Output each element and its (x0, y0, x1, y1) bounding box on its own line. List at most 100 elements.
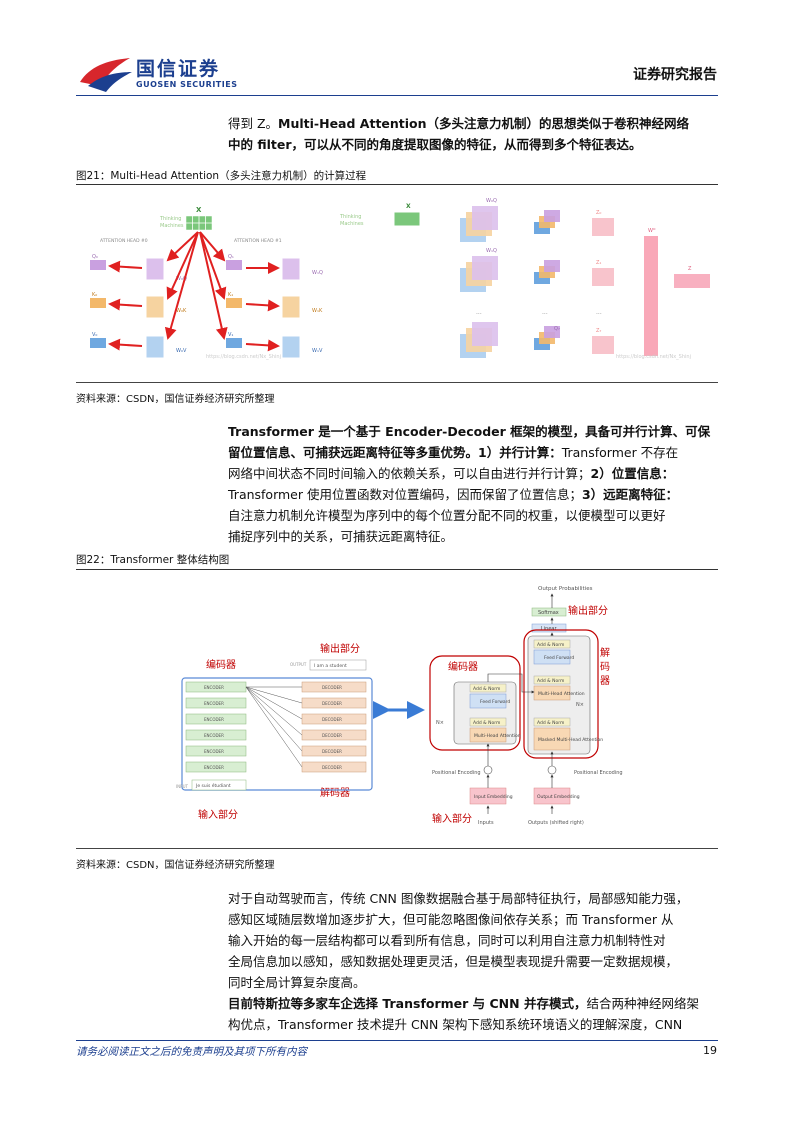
encoder-block-label: ENCODER (204, 733, 224, 738)
k0-label: K₀ (92, 292, 97, 298)
logo-english-name: GUOSEN SECURITIES (136, 80, 238, 89)
wv1-label: W₁V (312, 348, 323, 354)
dec-addnorm-3 (533, 717, 571, 727)
encoder-red-outline (429, 655, 521, 751)
multi-head-attention-diagram: Thinking Machines X ATTENTION HEAD #0 AT… (90, 198, 710, 360)
head1-label: ATTENTION HEAD #1 (234, 238, 282, 244)
figure-22-top-rule (76, 569, 718, 570)
dec-pos-add (547, 765, 557, 775)
paragraph-3: 对于自动驾驶而言，传统 CNN 图像数据融合基于局部特征执行，局部感知能力强， … (228, 888, 718, 1035)
figure-22-source: 资料来源：CSDN，国信证券经济研究所整理 (76, 860, 275, 871)
output-box (309, 659, 367, 671)
paragraph-2: Transformer 是一个基于 Encoder-Decoder 框架的模型，… (228, 421, 718, 547)
q0-matrix (90, 260, 106, 270)
flow-arrows (486, 593, 554, 814)
wk1-label: W₁K (312, 308, 323, 314)
right-output-label: 输出部分 (568, 604, 608, 617)
enc-feed-forward-label: Feed Forward (480, 699, 510, 705)
input-x-matrix-right (393, 211, 421, 227)
decoder-block-label: DECODER (322, 733, 342, 738)
para2-line5: 自注意力机制允许模型为序列中的每个位置分配不同的权重，以便模型可以更好 (228, 508, 666, 523)
wv0-label: W₀V (176, 348, 187, 354)
left-encoder-label: 编码器 (206, 658, 236, 671)
q7-label: Q₇ (554, 326, 560, 332)
encoder-block-label: ENCODER (204, 717, 224, 722)
k0-matrix (90, 298, 106, 308)
enc-pos-encoding: Positional Encoding (432, 770, 481, 776)
wq0-label-right: W₀Q (486, 198, 497, 204)
q1-label: Q₁ (228, 254, 234, 260)
output-probabilities: Output Probabilities (538, 586, 593, 592)
right-encoder-label: 编码器 (448, 660, 478, 673)
para3-line7: 构优点，Transformer 技术提升 CNN 架构下感知系统环境语义的理解深… (228, 1017, 683, 1032)
wv0-matrix (145, 335, 165, 359)
v1-label: V₁ (228, 332, 233, 338)
projection-arrows (108, 231, 280, 352)
z-label: Z (688, 266, 692, 272)
thinking-label: Thinking (159, 216, 181, 222)
dec-addnorm-3-label: Add & Norm (537, 720, 564, 726)
para1-line1-a: 得到 Z。 (228, 116, 279, 131)
input-x-matrix (185, 215, 213, 231)
para2-line1: Transformer 是一个基于 Encoder-Decoder 框架的模型，… (228, 424, 711, 439)
v0-label: V₀ (92, 332, 97, 338)
qkv-stack-7 (534, 326, 560, 350)
encoder-stack (185, 681, 247, 773)
enc-multi-head (469, 727, 507, 743)
paragraph-1: 得到 Z。Multi-Head Attention（多头注意力机制）的思想类似于… (228, 113, 718, 155)
figure-21-title: 图21：Multi-Head Attention（多头注意力机制）的计算过程 (76, 170, 367, 182)
wv1-matrix (281, 335, 301, 359)
dots-3: ... (596, 309, 602, 316)
outputs-label: Outputs (shifted right) (528, 820, 584, 826)
thinking-label-right: Thinking (339, 214, 361, 220)
right-decoder-label-2: 码 (600, 661, 610, 673)
wk0-label: W₀K (176, 308, 187, 314)
decoder-block-label: DECODER (322, 749, 342, 754)
qkv-stack-0 (534, 210, 560, 234)
z0-label: Z₀ (596, 210, 601, 216)
dec-feed-forward-label: Feed Forward (544, 655, 574, 661)
report-type-label: 证券研究报告 (633, 67, 717, 83)
watermark-left: https://blog.csdn.net/Nx_Shinj (206, 354, 281, 360)
transformer-architecture-diagram: 编码器 输出部分 解码器 输入部分 OUTPUT I am a student … (176, 586, 623, 826)
inputs-label: Inputs (478, 820, 494, 826)
z-stack (592, 218, 614, 354)
para1-line2: 中的 filter，可以从不同的角度提取图像的特征，从而得到多个特征表达。 (228, 137, 642, 152)
input-text: Je suis étudiant (195, 782, 231, 789)
encoder-block-label: ENCODER (204, 701, 224, 706)
q1-matrix (226, 260, 242, 270)
enc-pos-add (483, 765, 493, 775)
left-stack-frame (181, 677, 373, 791)
para2-line6: 捕捉序列中的关系，可捕获远距离特征。 (228, 529, 454, 544)
machines-label-right: Machines (340, 221, 364, 227)
encoder-block-label: ENCODER (204, 685, 224, 690)
watermark-right: https://blog.csdn.net/Nx_Shinj (616, 354, 691, 360)
figure-21-top-rule (76, 184, 718, 185)
dec-feed-forward (533, 649, 571, 665)
dec-multi-head-label: Multi-Head Attention (538, 691, 585, 697)
page-number: 19 (703, 1044, 717, 1057)
dec-pos-encoding: Positional Encoding (574, 770, 623, 776)
decoder-nx: N× (576, 702, 584, 708)
para2-line4-a: Transformer 使用位置函数对位置编码，因而保留了位置信息； (228, 487, 582, 502)
weight-stack-0 (460, 206, 498, 242)
para2-line2-rest: Transformer 不存在 (561, 445, 679, 460)
wq1-label: W₁Q (312, 270, 323, 276)
decoder-red-outline (523, 629, 599, 759)
x-label: X (196, 206, 202, 214)
para3-line3: 输入开始的每一层结构都可以看到所有信息，同时可以利用自注意力机制特性对 (228, 933, 666, 948)
dec-addnorm-2 (533, 675, 571, 685)
linear-block (531, 623, 567, 633)
output-embedding-label: Output Embedding (537, 794, 580, 800)
input-tag: INPUT (176, 784, 189, 789)
v1-matrix (226, 338, 242, 348)
enc-addnorm-2-label: Add & Norm (473, 720, 500, 726)
figure-22-title: 图22：Transformer 整体结构图 (76, 554, 230, 566)
para2-line4-bold: 3）远距离特征： (581, 487, 679, 502)
dots-1: ... (476, 309, 482, 316)
para2-line2-bold: 留位置信息、可捕获远距离特征等多重优势。1）并行计算： (228, 445, 562, 460)
enc-addnorm-1-label: Add & Norm (473, 686, 500, 692)
machines-label: Machines (160, 223, 184, 229)
input-embedding-label: Input Embedding (474, 794, 513, 800)
z1-label: Z₁ (596, 260, 601, 266)
